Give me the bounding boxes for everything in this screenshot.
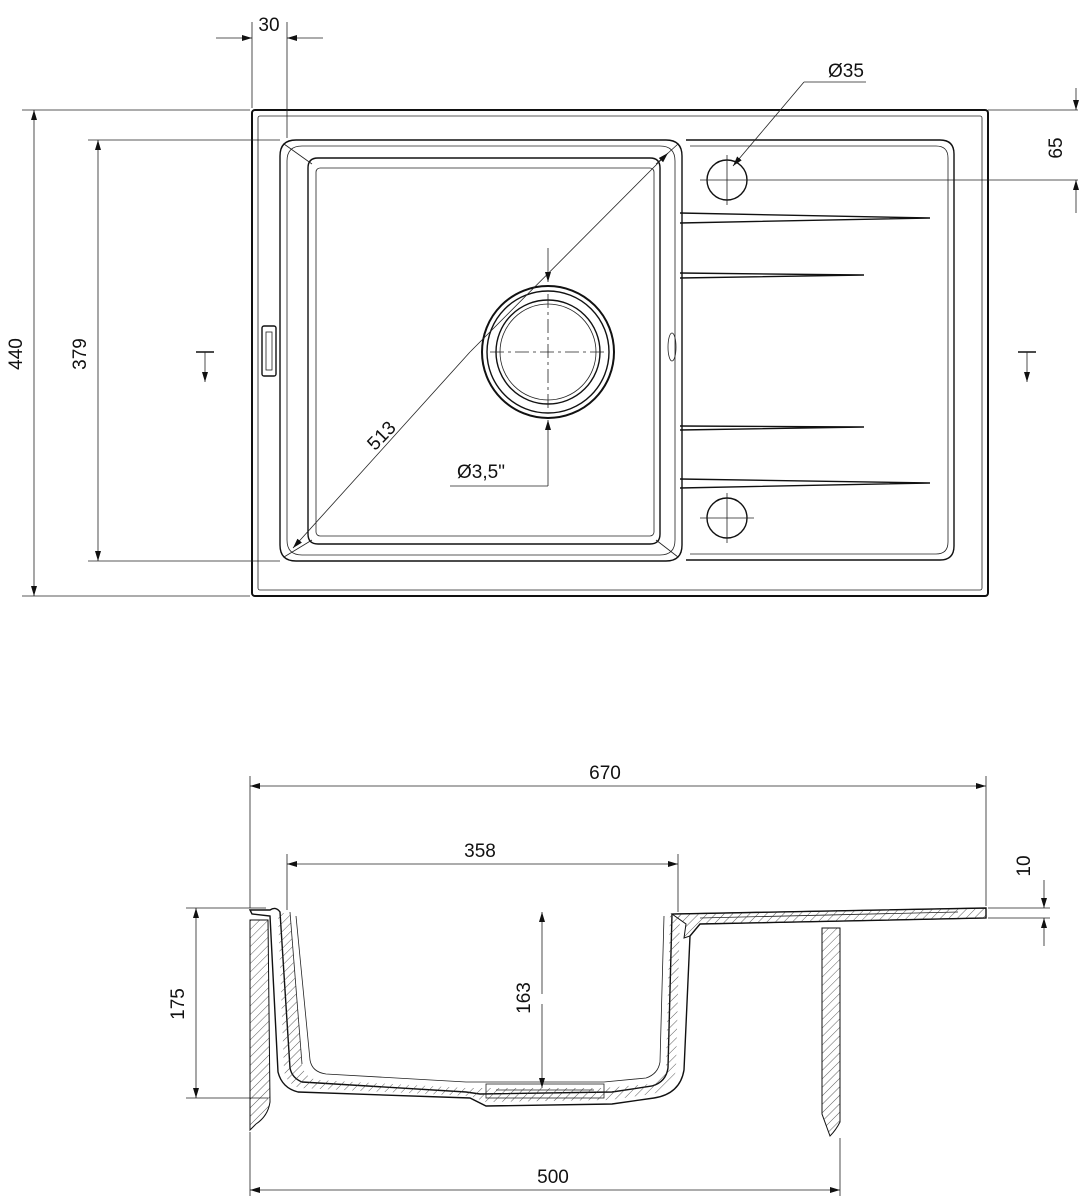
- dim-tap-offset: 65: [754, 88, 1079, 213]
- dim-cabinet-width: 500: [249, 1132, 841, 1196]
- dim-total-width-label: 670: [589, 763, 621, 784]
- dim-rim-thickness: 10: [988, 855, 1050, 946]
- dim-total-depth-label: 440: [6, 338, 27, 370]
- dim-bowl-width-label: 358: [464, 841, 496, 862]
- dim-bowl-height-label: 163: [514, 982, 535, 1014]
- dim-total-depth: 440: [6, 109, 250, 597]
- section-mark-right: [1018, 351, 1036, 382]
- dim-rim-thickness-label: 10: [1014, 855, 1035, 876]
- dim-drain: Ø3,5": [450, 248, 551, 487]
- dim-bowl-depth-label: 379: [70, 338, 91, 370]
- dim-rim-width-label: 30: [258, 15, 279, 36]
- dim-bowl-height: 163: [514, 912, 545, 1088]
- section-body: [248, 907, 987, 1107]
- tap-hole-top: [700, 155, 754, 205]
- dim-total-width: 670: [249, 763, 987, 908]
- drainboard-grooves: [679, 212, 931, 489]
- tap-hole-bottom: [700, 493, 754, 543]
- dim-tap-offset-label: 65: [1046, 137, 1067, 158]
- dim-tap-hole: Ø35: [732, 61, 866, 167]
- drain: [481, 285, 615, 419]
- dim-drain-label: Ø3,5": [457, 462, 505, 483]
- side-view: 670 358 10 175: [168, 763, 1050, 1196]
- side-overflow: [261, 325, 277, 377]
- section-mark-left: [196, 351, 214, 382]
- dim-diagonal: 513: [292, 152, 669, 549]
- dim-total-height: 175: [168, 907, 268, 1099]
- top-view: 30 Ø35 65 440: [6, 15, 1079, 597]
- dim-bowl-depth: 379: [70, 139, 280, 562]
- dim-total-height-label: 175: [168, 988, 189, 1020]
- dim-rim-width: 30: [216, 15, 323, 138]
- overflow-slot: [667, 332, 677, 362]
- cabinet-wall-left: [249, 919, 271, 1132]
- dim-tap-hole-label: Ø35: [828, 61, 864, 82]
- sink-outline: [251, 109, 989, 597]
- cabinet-wall-right: [821, 927, 841, 1137]
- dim-bowl-width: 358: [286, 841, 679, 912]
- dim-cabinet-width-label: 500: [537, 1167, 569, 1188]
- dim-diagonal-label: 513: [363, 417, 400, 454]
- drainboard: [667, 139, 955, 561]
- bowl-outline: [279, 139, 683, 562]
